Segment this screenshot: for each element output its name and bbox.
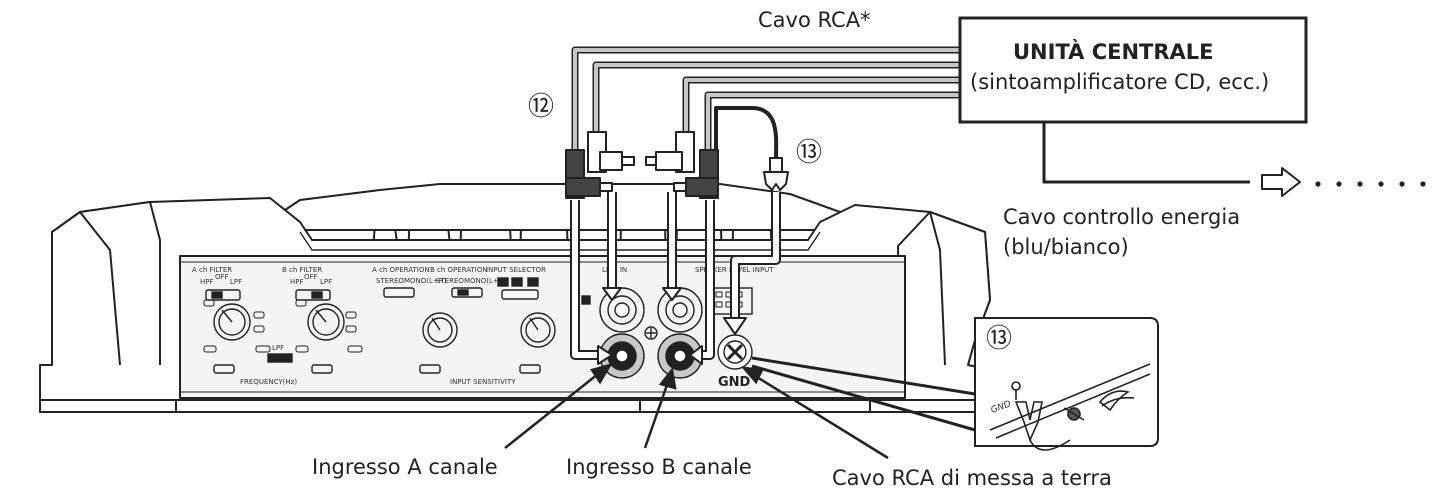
- input-selector-label: INPUT SELECTOR: [486, 266, 546, 274]
- rca-cable-label: Cavo RCA*: [758, 8, 871, 32]
- a-frequency-knob[interactable]: [213, 303, 251, 341]
- rca-cables: [571, 46, 964, 174]
- gnd-terminal[interactable]: [717, 334, 753, 370]
- b-filter-label: B ch FILTER: [282, 266, 322, 274]
- b-sensitivity-knob[interactable]: [520, 312, 556, 348]
- power-cable-sublabel: (blu/bianco): [1003, 235, 1129, 259]
- b-frequency-knob[interactable]: [307, 303, 345, 341]
- a-operation-label: A ch OPERATION: [372, 266, 430, 274]
- rca-plugs: [565, 131, 789, 199]
- a-lpf-label: LPF: [230, 278, 242, 286]
- head-unit-box: [958, 16, 1308, 124]
- b-operation-label: B ch OPERATION: [430, 266, 488, 274]
- gnd-detail-callout: GND: [751, 317, 1159, 451]
- pointer-arrows: [504, 362, 889, 460]
- head-unit-subtitle: (sintoamplificatore CD, ecc.): [970, 70, 1270, 94]
- power-cable-dots: [1315, 181, 1426, 187]
- b-hpf-label: HPF: [290, 278, 304, 286]
- b-filter-switch[interactable]: [295, 289, 331, 301]
- a-sensitivity-knob[interactable]: [422, 312, 458, 348]
- input-b-label: Ingresso B canale: [566, 455, 752, 479]
- a-filter-label: A ch FILTER: [192, 266, 232, 274]
- callout-13: ⑬: [796, 138, 823, 168]
- a-off-label: OFF: [215, 273, 229, 281]
- mono-label-b: MONO(L+R): [464, 277, 507, 285]
- callout-13-detail: ⑬: [986, 324, 1013, 354]
- b-lpf-label: LPF: [320, 278, 332, 286]
- amplifier: [39, 183, 1001, 413]
- frequency-label: FREQUENCY(Hz): [240, 378, 297, 386]
- a-hpf-label: HPF: [200, 278, 214, 286]
- b-off-label: OFF: [304, 273, 318, 281]
- a-filter-switch[interactable]: [205, 289, 241, 301]
- callout-12: ⑫: [528, 92, 555, 122]
- input-a-label: Ingresso A canale: [312, 455, 498, 479]
- ground-rca-label: Cavo RCA di messa a terra: [832, 466, 1112, 490]
- mono-label-a: MONO(L+R): [404, 277, 447, 285]
- connection-routes: [570, 192, 781, 365]
- head-unit-title: UNITÀ CENTRALE: [1013, 40, 1214, 64]
- stereo-label-a: STEREO: [376, 277, 404, 285]
- input-sensitivity-label: INPUT SENSITIVITY: [450, 378, 516, 386]
- power-cable-label: Cavo controllo energia: [1003, 205, 1241, 229]
- stereo-label-b: STEREO: [436, 277, 464, 285]
- input-selector-switch[interactable]: [501, 289, 539, 300]
- power-control-cable: [1042, 122, 1301, 197]
- gnd-label: GND: [718, 375, 751, 390]
- center-lpf-label: LPF: [272, 344, 284, 352]
- a-operation-switch[interactable]: [383, 287, 415, 298]
- b-operation-switch[interactable]: [451, 287, 483, 298]
